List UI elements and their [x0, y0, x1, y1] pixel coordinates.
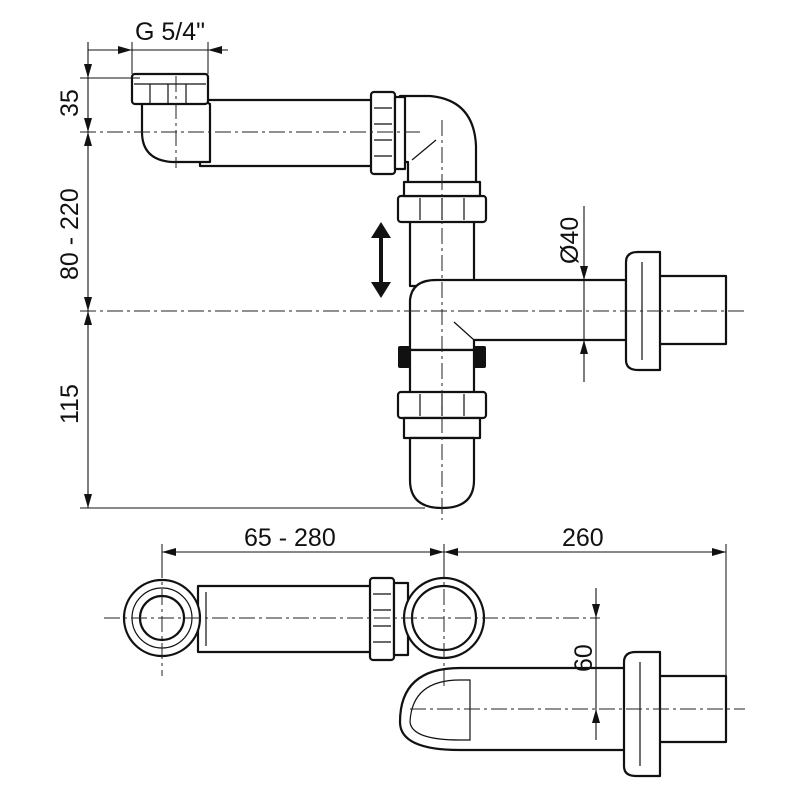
height-adjust-arrow: [371, 222, 391, 298]
inlet-union-nut: [369, 90, 397, 176]
inlet-thread-cap: [130, 72, 210, 106]
tee-clip-left: [398, 346, 410, 368]
diameter-label: Ø40: [556, 217, 584, 264]
thread-label: G 5/4": [135, 18, 205, 46]
top-inlet-pipe: [196, 584, 376, 654]
front-view: [80, 72, 745, 520]
offset-label: 60: [570, 644, 598, 672]
trap-depth-label: 115: [56, 384, 84, 424]
top-view: [104, 562, 745, 778]
inlet-height-label: 35: [56, 89, 84, 117]
top-union-nut: [368, 576, 396, 662]
outlet-length-label: 260: [562, 524, 604, 552]
length-adjust-label: 65 - 280: [244, 524, 336, 552]
front-dimensions: [80, 42, 588, 509]
tee-clip-right: [474, 346, 486, 368]
tee-body: [408, 278, 628, 352]
top-outlet-sleeve: [622, 650, 662, 778]
inlet-pipe: [198, 98, 382, 168]
top-dimensions: [161, 544, 727, 740]
upper-elbow: [398, 94, 478, 188]
adjust-height-label: 80 - 220: [56, 188, 84, 280]
